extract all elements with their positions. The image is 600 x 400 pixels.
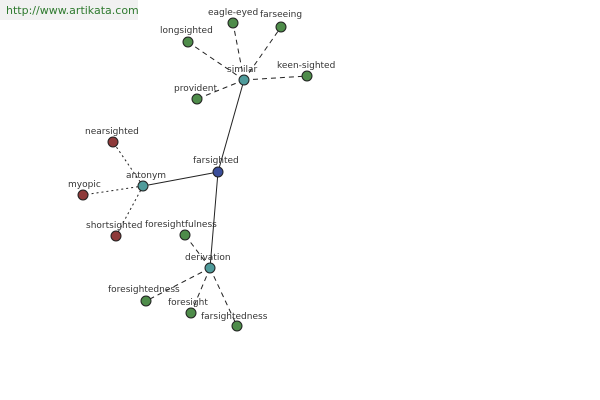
node-label-farsighted: farsighted xyxy=(193,156,239,166)
node-label-foresight: foresight xyxy=(168,298,208,308)
node-label-farsightedness: farsightedness xyxy=(201,312,268,322)
edge-derivation-foresightedness xyxy=(145,267,211,302)
node-label-similar: similar xyxy=(227,65,257,75)
node-label-foresightfulness: foresightfulness xyxy=(145,220,217,230)
node-label-nearsighted: nearsighted xyxy=(85,127,139,137)
node-longsighted[interactable] xyxy=(182,36,194,48)
labels-layer: farsighted similar antonym derivation eagle-… xyxy=(68,8,335,322)
site-watermark[interactable]: http://www.artikata.com xyxy=(0,0,139,20)
node-foresightfulness[interactable] xyxy=(179,229,191,241)
edge-antonym-nearsighted xyxy=(112,141,144,187)
node-antonym[interactable] xyxy=(137,180,149,192)
nodes-layer xyxy=(77,17,313,332)
edge-derivation-farsightedness xyxy=(209,267,238,327)
node-provident[interactable] xyxy=(191,93,203,105)
node-shortsighted[interactable] xyxy=(110,230,122,242)
edge-similar-longsighted xyxy=(187,41,245,81)
node-farseeing[interactable] xyxy=(275,21,287,33)
node-derivation[interactable] xyxy=(204,262,216,274)
node-label-myopic: myopic xyxy=(68,180,101,190)
node-label-provident: provident xyxy=(174,84,218,94)
node-keen-sighted[interactable] xyxy=(301,70,313,82)
edge-derivation-foresightfulness xyxy=(184,234,211,269)
node-myopic[interactable] xyxy=(77,189,89,201)
edge-farsighted-antonym xyxy=(142,171,219,187)
edge-similar-eagle-eyed xyxy=(232,22,245,81)
node-farsighted[interactable] xyxy=(212,166,224,178)
node-label-antonym: antonym xyxy=(126,171,166,181)
node-farsightedness[interactable] xyxy=(231,320,243,332)
node-similar[interactable] xyxy=(238,74,250,86)
node-label-derivation: derivation xyxy=(185,253,231,263)
node-label-longsighted: longsighted xyxy=(160,26,213,36)
node-label-keen-sighted: keen-sighted xyxy=(277,61,335,71)
node-label-foresightedness: foresightedness xyxy=(108,285,180,295)
edges-layer xyxy=(82,22,308,327)
edge-similar-farseeing xyxy=(243,26,282,81)
node-label-eagle-eyed: eagle-eyed xyxy=(208,8,258,18)
node-label-farseeing: farseeing xyxy=(260,10,302,20)
node-foresight[interactable] xyxy=(185,307,197,319)
node-nearsighted[interactable] xyxy=(107,136,119,148)
node-foresightedness[interactable] xyxy=(140,295,152,307)
node-label-shortsighted: shortsighted xyxy=(86,221,143,231)
edge-farsighted-similar xyxy=(217,79,245,173)
edge-derivation-foresight xyxy=(190,267,211,314)
edge-farsighted-derivation xyxy=(209,171,219,269)
edge-antonym-myopic xyxy=(82,185,144,196)
edge-similar-keen-sighted xyxy=(243,75,308,81)
node-eagle-eyed[interactable] xyxy=(227,17,239,29)
